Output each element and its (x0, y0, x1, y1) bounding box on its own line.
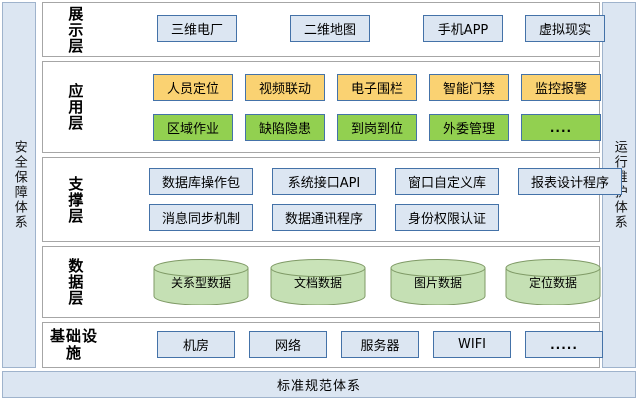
node-server[interactable]: 服务器 (341, 331, 419, 358)
layer-data: 数据层 关系型数据 文档数据 (42, 246, 601, 318)
cylinder-shape-icon (390, 259, 486, 305)
layer-support-body: 数据库操作包 系统接口API 窗口自定义库 报表设计程序 消息同步机制 数据通讯… (105, 158, 622, 241)
node-video-linkage[interactable]: 视频联动 (245, 74, 325, 101)
node-mobile-app[interactable]: 手机APP (423, 15, 503, 42)
node-message-sync-mechanism[interactable]: 消息同步机制 (149, 204, 253, 231)
layer-infrastructure-label: 基础设施 (49, 327, 98, 362)
cylinder-location-data-label: 定位数据 (528, 276, 577, 290)
cylinder-shape-icon (270, 259, 366, 305)
layer-data-label: 数据层 (66, 258, 85, 306)
side-rail-security: 安全保障体系 (2, 2, 36, 368)
standards-system-label: 标准规范体系 (276, 379, 361, 394)
node-network[interactable]: 网络 (249, 331, 327, 358)
node-virtual-reality[interactable]: 虚拟现实 (525, 15, 605, 42)
node-monitoring-alarm[interactable]: 监控报警 (521, 74, 601, 101)
layer-presentation-body: 三维电厂 二维地图 手机APP 虚拟现实 (105, 3, 605, 56)
layer-presentation-label: 展示层 (66, 5, 85, 54)
node-personnel-positioning[interactable]: 人员定位 (153, 74, 233, 101)
side-rail-security-label: 安全保障体系 (11, 140, 27, 230)
layer-presentation: 展示层 三维电厂 二维地图 手机APP 虚拟现实 (42, 2, 605, 57)
layer-data-body: 关系型数据 文档数据 图片数据 (105, 247, 601, 317)
node-defect-hazard[interactable]: 缺陷隐患 (245, 114, 325, 141)
layer-application-body: 人员定位 视频联动 电子围栏 智能门禁 监控报警 区域作业 缺陷隐患 到岗到位 … (105, 62, 601, 152)
cylinder-relational-data[interactable]: 关系型数据 (153, 259, 249, 305)
cylinder-image-data[interactable]: 图片数据 (390, 259, 486, 305)
node-3d-plant[interactable]: 三维电厂 (157, 15, 237, 42)
node-wifi[interactable]: WIFI (433, 331, 511, 358)
node-infrastructure-more[interactable]: ..... (525, 331, 603, 358)
standards-system-bar: 标准规范体系 (2, 371, 636, 398)
node-on-duty-in-place[interactable]: 到岗到位 (337, 114, 417, 141)
layer-application-label: 应用层 (66, 83, 85, 131)
layer-infrastructure-body: 机房 网络 服务器 WIFI ..... (105, 323, 603, 367)
cylinder-document-data-label: 文档数据 (293, 276, 342, 290)
layer-support-label: 支撑层 (66, 175, 85, 224)
node-smart-access-control[interactable]: 智能门禁 (429, 74, 509, 101)
cylinder-document-data[interactable]: 文档数据 (270, 259, 366, 305)
layer-infrastructure: 基础设施 机房 网络 服务器 WIFI ..... (42, 322, 603, 368)
cylinder-shape-icon (505, 259, 601, 305)
node-2d-map[interactable]: 二维地图 (290, 15, 370, 42)
cylinder-relational-data-label: 关系型数据 (170, 276, 231, 290)
node-application-more[interactable]: .... (521, 114, 601, 141)
node-outsourcing-management[interactable]: 外委管理 (429, 114, 509, 141)
node-area-operation[interactable]: 区域作业 (153, 114, 233, 141)
node-identity-authorization[interactable]: 身份权限认证 (395, 204, 499, 231)
node-machine-room[interactable]: 机房 (157, 331, 235, 358)
node-system-interface-api[interactable]: 系统接口API (272, 168, 376, 195)
node-database-operation-package[interactable]: 数据库操作包 (149, 168, 253, 195)
cylinder-shape-icon (153, 259, 249, 305)
cylinder-location-data[interactable]: 定位数据 (505, 259, 601, 305)
node-data-communication-program[interactable]: 数据通讯程序 (272, 204, 376, 231)
layer-application: 应用层 人员定位 视频联动 电子围栏 智能门禁 监控报警 区域作业 缺陷隐患 到… (42, 61, 601, 153)
cylinder-image-data-label: 图片数据 (413, 276, 462, 290)
node-electronic-fence[interactable]: 电子围栏 (337, 74, 417, 101)
layer-support: 支撑层 数据库操作包 系统接口API 窗口自定义库 报表设计程序 消息同步机制 … (42, 157, 622, 242)
node-report-design-program[interactable]: 报表设计程序 (518, 168, 622, 195)
node-window-custom-library[interactable]: 窗口自定义库 (395, 168, 499, 195)
